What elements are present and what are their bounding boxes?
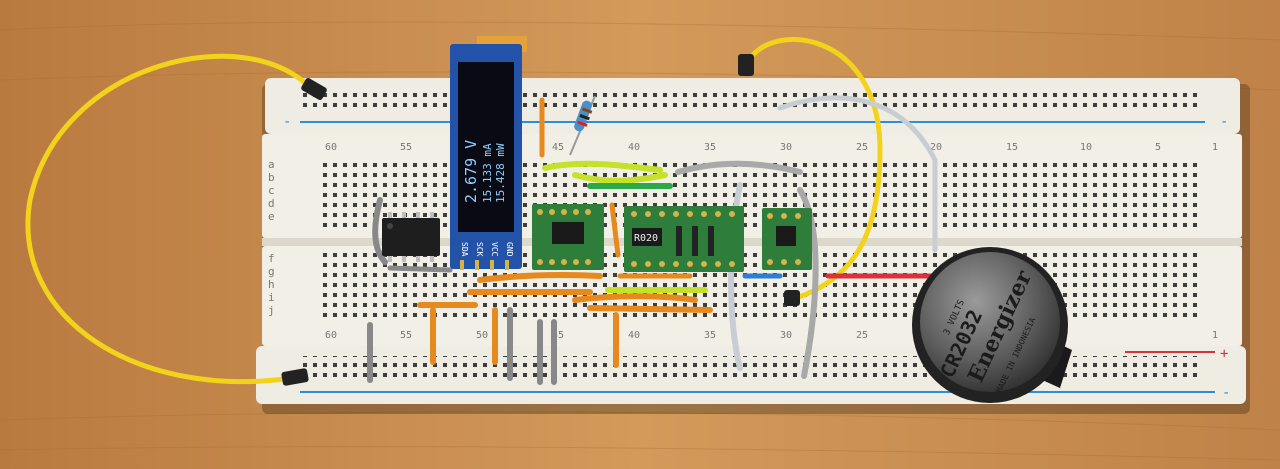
bottom-rail-minus: - [1222,385,1230,401]
yellow-wire-right-loop [745,37,883,301]
svg-text:GND: GND [505,242,514,257]
svg-text:f: f [268,252,275,265]
jumper-wires [367,95,938,385]
svg-text:d: d [268,197,275,210]
svg-text:50: 50 [476,330,488,341]
oled-current-reading: 15.133 mA [481,143,494,203]
svg-text:15: 15 [1006,142,1018,153]
oled-header-pins [460,260,509,270]
svg-text:1: 1 [1212,330,1218,341]
top-rail-minus-right: - [1220,114,1228,130]
bottom-rail-plus: + [1220,346,1228,362]
wire-plug-left-top [301,78,327,100]
top-rail-minus-left: - [283,114,291,130]
oled-pin-labels: SDA SCK VCC GND [460,242,514,257]
column-numbers-top: 60 55 50 45 40 35 30 25 20 15 10 5 1 [325,142,1218,153]
cr2032-battery [920,252,1060,392]
wood-grain [0,21,1280,461]
svg-text:35: 35 [704,142,716,153]
svg-text:55: 55 [400,142,412,153]
svg-text:10: 10 [1080,142,1092,153]
svg-text:c: c [268,184,275,197]
svg-text:40: 40 [628,330,640,341]
wire-plug-right-top [738,54,754,76]
svg-text:55: 55 [400,330,412,341]
row-letters-top: a b c d e [268,158,275,223]
breakout-board-3 [762,208,812,270]
center-channel [262,238,1242,246]
svg-text:45: 45 [552,142,564,153]
svg-text:20: 20 [930,142,942,153]
column-numbers-bottom: 60 55 50 45 40 35 30 25 1 [325,330,1218,341]
svg-text:5: 5 [1155,142,1161,153]
svg-text:h: h [268,278,275,291]
row-letters-bottom: f g h i j [268,252,275,317]
svg-text:30: 30 [780,330,792,341]
wire-plug-right-bottom [784,290,800,306]
svg-text:j: j [268,304,275,317]
svg-text:25: 25 [856,142,868,153]
coin-cell-holder: CR2032 Energizer 3 VOLTS MADE IN INDONES… [912,247,1072,403]
svg-text:60: 60 [325,142,337,153]
dip-8-chip [382,212,440,262]
svg-text:VCC: VCC [490,242,499,257]
svg-text:45: 45 [552,330,564,341]
resistor [569,95,596,156]
ina219-breakout-board: R020 [624,206,744,272]
svg-text:30: 30 [780,142,792,153]
svg-text:60: 60 [325,330,337,341]
oled-voltage-reading: 2.679 V [462,140,480,203]
oled-display-module: 2.679 V 15.133 mA 15.428 mW SDA SCK VCC … [450,36,527,270]
svg-text:e: e [268,210,275,223]
bottom-power-rail: + - [256,346,1246,404]
svg-text:40: 40 [628,142,640,153]
svg-text:SCK: SCK [475,242,484,257]
svg-text:a: a [268,158,275,171]
terminal-area-bottom: f g h i j 60 55 50 45 40 35 30 25 1 [262,246,1242,346]
svg-text:b: b [268,171,275,184]
top-power-rail: - - [265,78,1240,134]
breakout-board-1 [532,204,604,270]
svg-text:1: 1 [1212,142,1218,153]
svg-text:25: 25 [856,330,868,341]
svg-text:SDA: SDA [460,242,469,257]
svg-text:35: 35 [704,330,716,341]
svg-text:g: g [268,265,275,278]
svg-text:i: i [268,291,275,304]
wire-plug-left-bottom [281,368,309,386]
shunt-resistor-label: R020 [634,233,658,244]
oled-power-reading: 15.428 mW [494,143,507,203]
yellow-wire-left-loop [25,53,315,385]
